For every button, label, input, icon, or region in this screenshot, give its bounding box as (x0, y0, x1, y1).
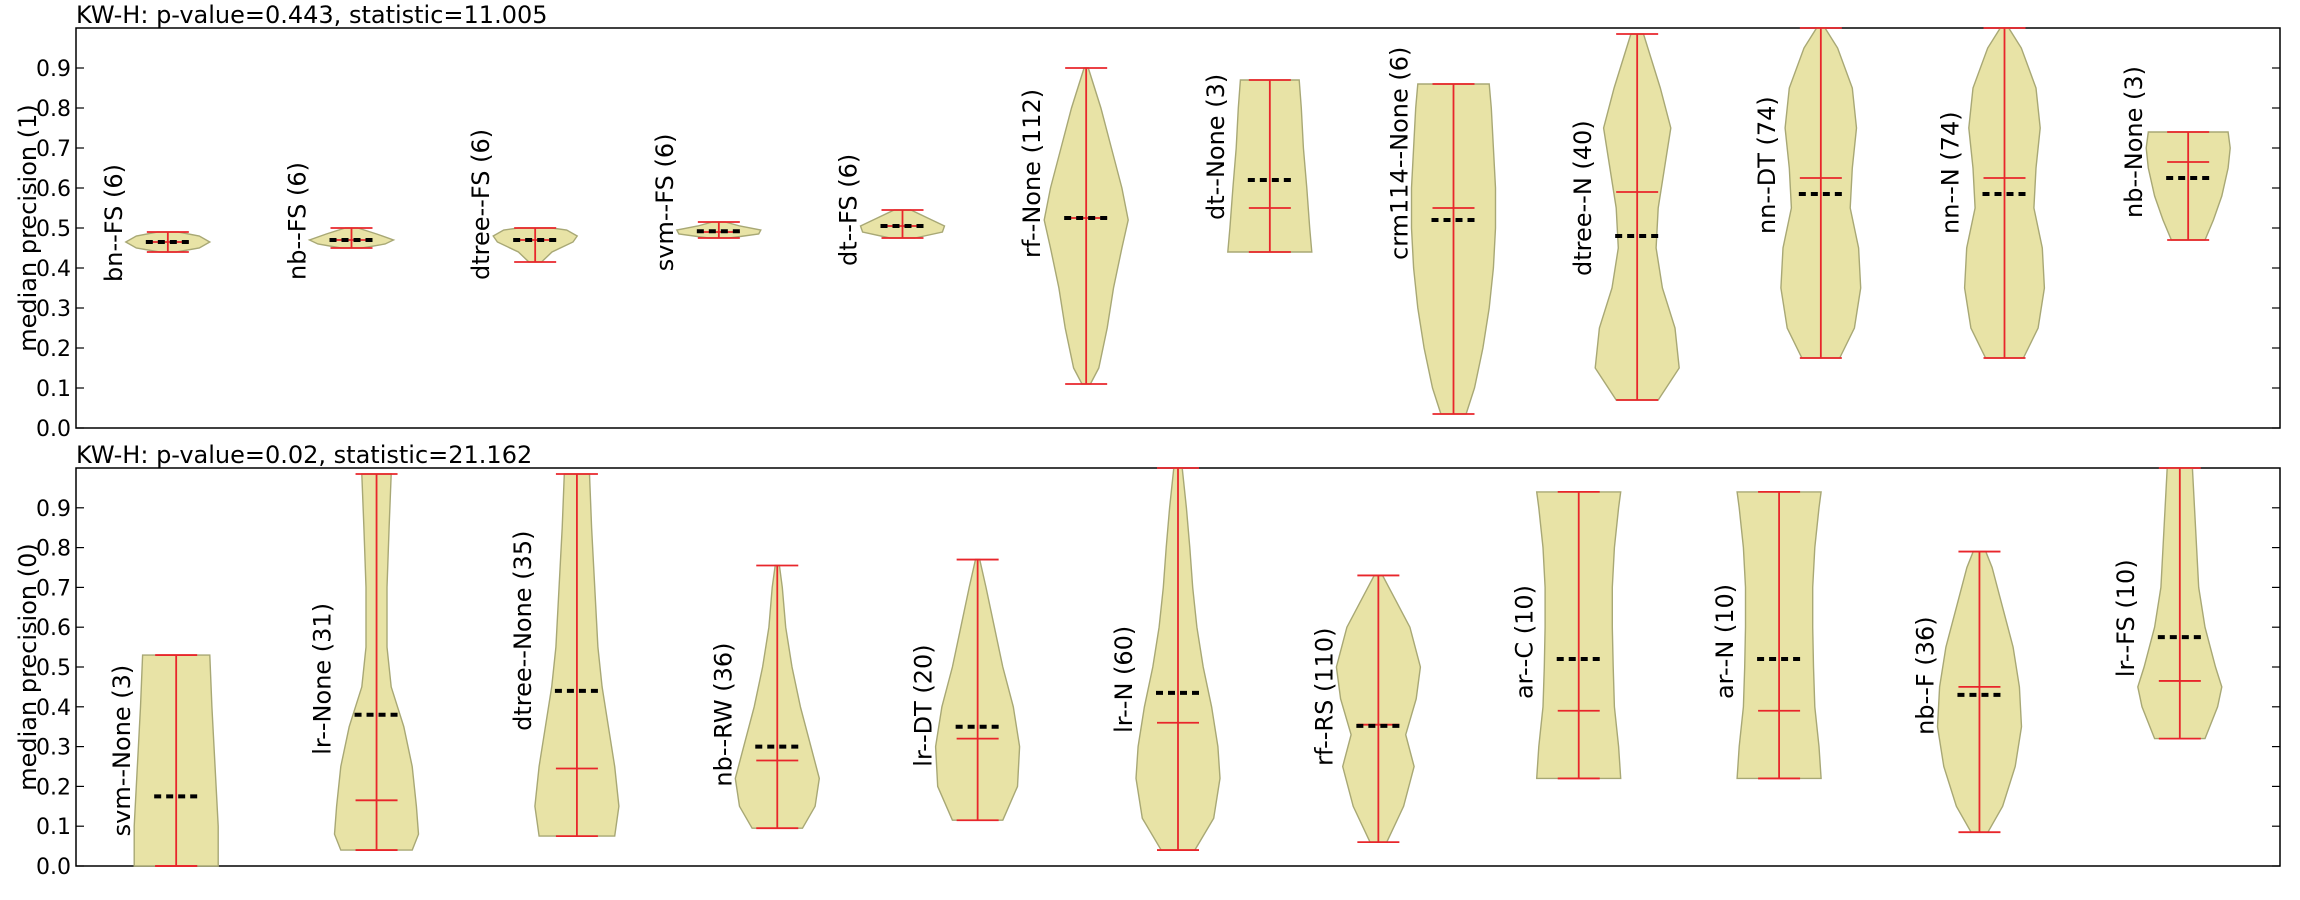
y-tick-label: 0.2 (36, 337, 71, 362)
violin-label: rf--RS (110) (1310, 627, 1338, 765)
y-tick-label: 0.1 (36, 815, 71, 840)
violin-group: bn--FS (6) (100, 164, 212, 282)
violin-group: svm--FS (6) (651, 134, 762, 272)
y-axis-label: median precision (0) (14, 543, 42, 791)
top-panel: KW-H: p-value=0.443, statistic=11.005 med… (14, 1, 2281, 442)
violin-label: nn--DT (74) (1753, 96, 1781, 234)
violin-group: rf--None (112) (1018, 67, 1129, 385)
violin-label: svm--None (3) (108, 665, 136, 837)
violin-label: nb--FS (6) (284, 162, 312, 280)
violin-group: dtree--FS (6) (467, 129, 579, 280)
y-tick-label: 0.6 (36, 616, 71, 641)
y-tick-label: 0.1 (36, 377, 71, 402)
y-tick-label: 0.6 (36, 177, 71, 202)
violin-label: nb--None (3) (2120, 66, 2148, 218)
violin-label: ar--N (10) (1711, 584, 1739, 699)
y-tick-label: 0.8 (36, 537, 71, 562)
y-tick-label: 0.5 (36, 217, 71, 242)
y-tick-label: 0.8 (36, 97, 71, 122)
violin-group: lr--DT (20) (910, 558, 1021, 822)
panel-title: KW-H: p-value=0.02, statistic=21.162 (76, 441, 532, 469)
violin-group: dtree--N (40) (1569, 33, 1680, 401)
y-axis-label: median precision (1) (14, 104, 42, 352)
violin-label: nn--N (74) (1937, 111, 1965, 234)
violin-group: nb--F (36) (1911, 550, 2023, 834)
y-tick-label: 0.7 (36, 576, 71, 601)
y-tick-label: 0.2 (36, 775, 71, 800)
violin-group: dtree--None (35) (509, 473, 620, 838)
y-tick-label: 0.9 (36, 57, 71, 82)
violin-label: lr--None (31) (309, 603, 337, 755)
y-tick-label: 0.9 (36, 497, 71, 522)
violin-label: dtree--None (35) (509, 531, 537, 731)
violin-group: dt--None (3) (1202, 74, 1313, 253)
y-tick-label: 0.0 (36, 855, 71, 880)
violin-label: dtree--FS (6) (467, 129, 495, 280)
y-tick-label: 0.3 (36, 736, 71, 761)
violin-label: dt--None (3) (1202, 74, 1230, 220)
violin-group: svm--None (3) (108, 654, 219, 867)
y-tick-label: 0.5 (36, 656, 71, 681)
violin-label: lr--N (60) (1110, 626, 1138, 733)
violin-group: nn--N (74) (1937, 27, 2046, 359)
violin-label: lr--DT (20) (910, 644, 938, 766)
violin-label: dtree--N (40) (1569, 120, 1597, 276)
violin-label: dt--FS (6) (835, 154, 863, 266)
y-tick-label: 0.0 (36, 417, 71, 442)
violin-group: nb--RW (36) (709, 564, 821, 830)
violin-label: rf--None (112) (1018, 89, 1046, 258)
violin-group: ar--C (10) (1511, 490, 1622, 780)
violin-label: svm--FS (6) (651, 134, 679, 272)
y-tick-label: 0.4 (36, 696, 71, 721)
violin-group: lr--N (60) (1110, 467, 1221, 851)
y-tick-label: 0.4 (36, 257, 71, 282)
violin-label: bn--FS (6) (100, 164, 128, 282)
y-tick-label: 0.7 (36, 137, 71, 162)
violin-group: dt--FS (6) (835, 154, 946, 266)
violin-group: crm114--None (6) (1386, 47, 1497, 415)
bottom-panel: KW-H: p-value=0.02, statistic=21.162 medi… (14, 441, 2281, 880)
violin-label: crm114--None (6) (1386, 47, 1414, 260)
violin-group: rf--RS (110) (1310, 574, 1422, 844)
violin-group: ar--N (10) (1711, 490, 1822, 780)
violin-label: ar--C (10) (1511, 585, 1539, 699)
violin-group: nb--None (3) (2120, 66, 2231, 241)
panel-title: KW-H: p-value=0.443, statistic=11.005 (76, 1, 548, 29)
violin-group: lr--FS (10) (2112, 467, 2223, 740)
violin-group: lr--None (31) (309, 473, 420, 851)
violin-label: lr--FS (10) (2112, 559, 2140, 677)
violin-label: nb--RW (36) (709, 643, 737, 787)
violin-label: nb--F (36) (1911, 616, 1939, 734)
violin-group: nn--DT (74) (1753, 27, 1862, 359)
violin-group: nb--FS (6) (284, 162, 396, 280)
y-tick-label: 0.3 (36, 297, 71, 322)
